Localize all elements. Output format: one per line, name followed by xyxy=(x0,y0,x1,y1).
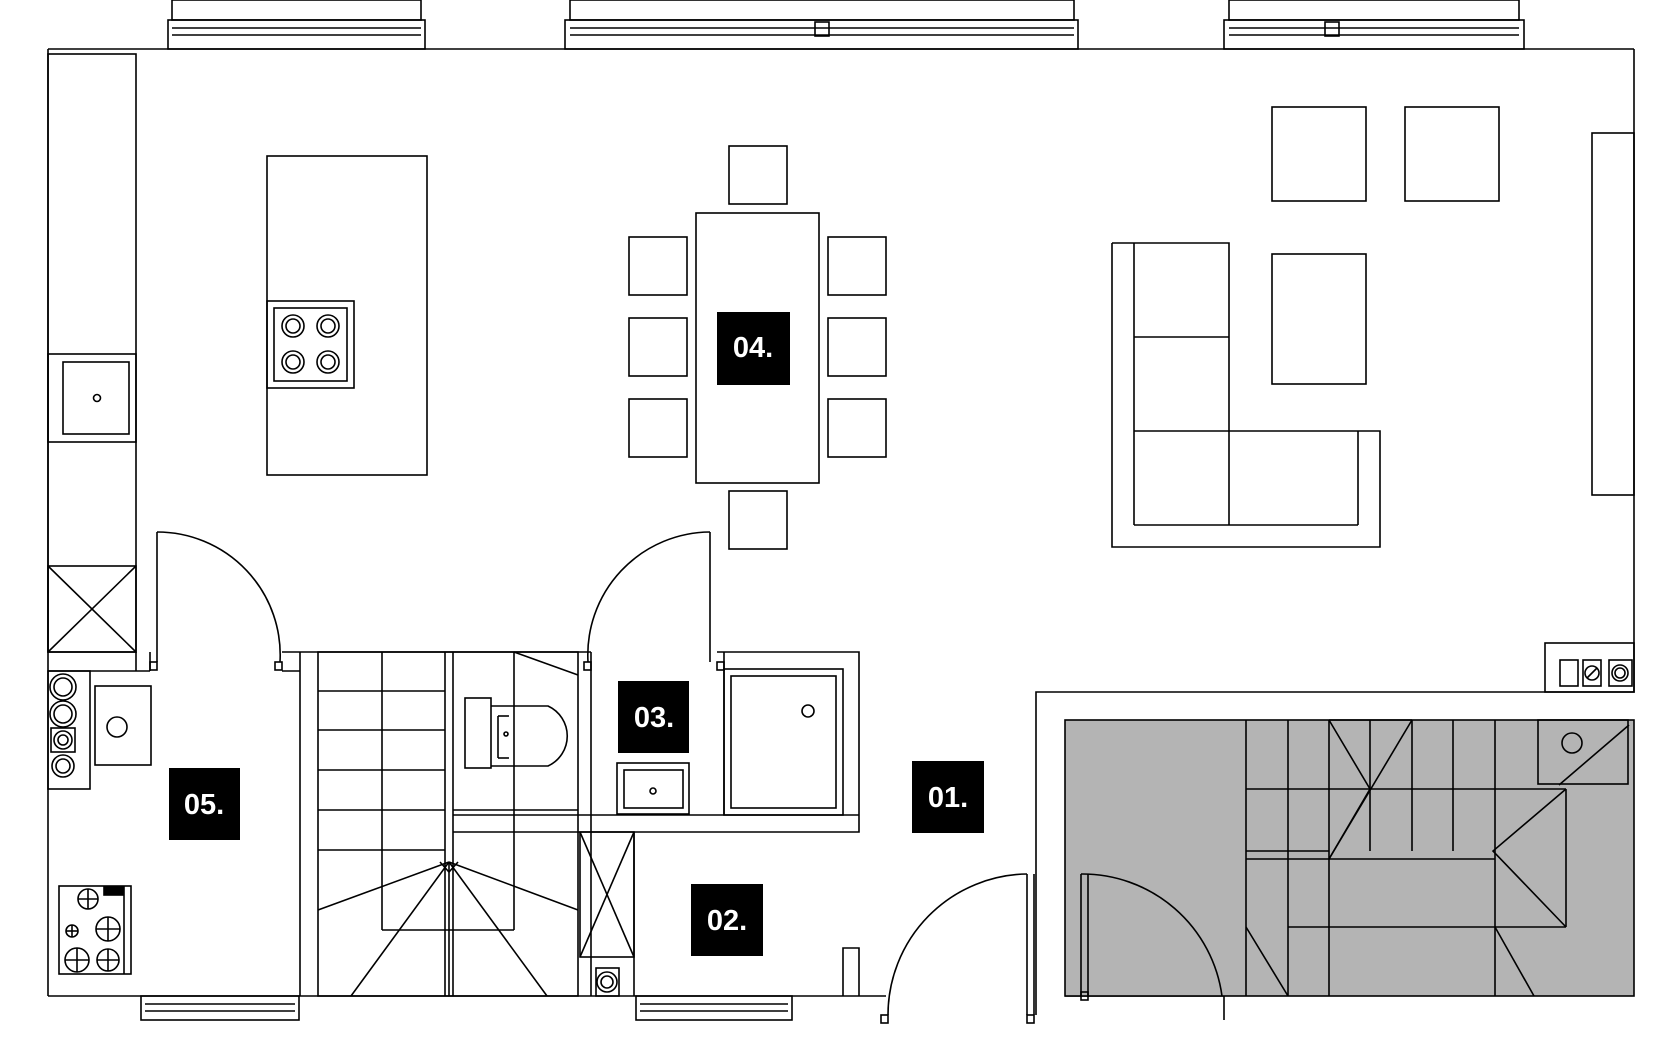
room-label-02-text: 02. xyxy=(707,905,747,937)
room-label-03: 03. xyxy=(618,681,689,753)
window-bottom-center xyxy=(635,995,793,1021)
unit-fill xyxy=(1065,720,1634,996)
label-bg xyxy=(717,312,790,385)
label-bg xyxy=(912,761,984,833)
windows xyxy=(140,0,1525,1021)
kitchen-island xyxy=(266,155,428,476)
wc-sink xyxy=(616,762,690,815)
label-bg xyxy=(618,681,689,753)
neighbour-unit xyxy=(1064,719,1635,1001)
room-label-05: 05. xyxy=(169,768,240,840)
doors xyxy=(156,531,1035,1024)
room-label-05-text: 05. xyxy=(184,789,224,821)
window-bottom-left xyxy=(140,995,300,1021)
window-top-center xyxy=(564,0,1079,50)
label-bg xyxy=(169,768,240,840)
room-label-04: 04. xyxy=(717,312,790,385)
window-top-right xyxy=(1223,0,1525,50)
toilet xyxy=(464,697,569,769)
dining-set xyxy=(628,145,887,550)
stove xyxy=(58,885,132,975)
wall-outlet-box xyxy=(1544,642,1635,693)
shower-tray xyxy=(723,668,844,816)
window-top-left xyxy=(167,0,426,50)
door-05 xyxy=(156,531,281,663)
room-label-03-text: 03. xyxy=(634,702,674,734)
room-labels: 04. 05. 03. 02. 01. xyxy=(169,312,984,956)
entry-closet-02 xyxy=(579,831,860,997)
front-door xyxy=(880,873,1035,1024)
room-label-04-text: 04. xyxy=(733,332,773,364)
wc-room-03 xyxy=(453,651,860,996)
staircase xyxy=(300,651,591,997)
door-03 xyxy=(587,531,711,663)
label-bg xyxy=(691,884,763,956)
appliance-stack xyxy=(47,670,91,790)
kitchen-cabinets xyxy=(47,53,137,653)
l-sofa xyxy=(1111,242,1381,548)
living-furniture xyxy=(1111,106,1635,693)
utility-room-05 xyxy=(47,651,301,996)
room-label-01: 01. xyxy=(912,761,984,833)
room-label-01-text: 01. xyxy=(928,782,968,814)
room-label-02: 02. xyxy=(691,884,763,956)
